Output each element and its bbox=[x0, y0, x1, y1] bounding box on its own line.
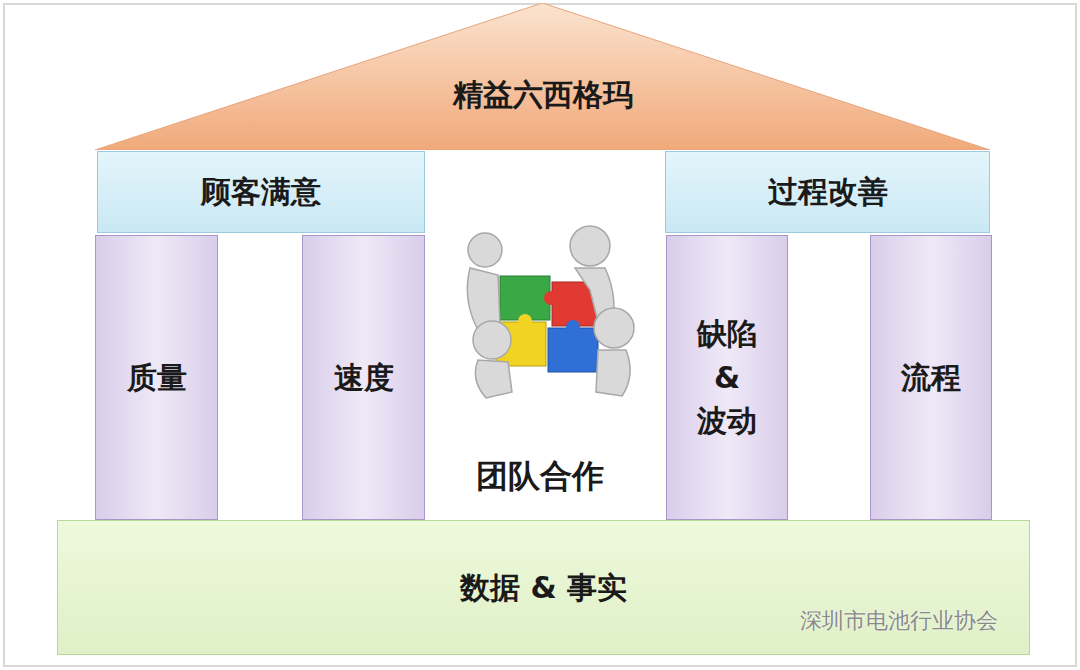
person-body bbox=[475, 360, 512, 398]
node-text: 精益六西格玛 bbox=[453, 76, 633, 114]
node-text: 缺陷 & 波动 bbox=[696, 312, 759, 443]
header-band: 顾客满意 bbox=[97, 151, 425, 233]
pillar-box: 流程 bbox=[870, 235, 992, 520]
pillar-box: 质量 bbox=[95, 235, 218, 520]
base-band: 数据 & 事实 bbox=[57, 520, 1030, 655]
node-text: 数据 & 事实 bbox=[460, 569, 627, 607]
puzzle-tab bbox=[518, 314, 532, 328]
puzzle-tab bbox=[566, 320, 580, 334]
puzzle-green bbox=[500, 276, 550, 320]
watermark: 深圳市电池行业协会 bbox=[800, 606, 998, 636]
person-head bbox=[594, 308, 634, 348]
person-head bbox=[570, 226, 610, 266]
puzzle-tab bbox=[544, 291, 558, 305]
header-band: 过程改善 bbox=[665, 151, 990, 233]
node-text: 速度 bbox=[334, 359, 394, 397]
node-text: 质量 bbox=[127, 359, 187, 397]
roof-shape bbox=[95, 3, 990, 150]
center-label: 团队合作 bbox=[476, 455, 604, 499]
teamwork-illustration bbox=[467, 226, 634, 398]
person-body bbox=[596, 350, 630, 396]
node-text: 顾客满意 bbox=[201, 173, 321, 211]
node-text: 流程 bbox=[901, 359, 961, 397]
roof-band: 精益六西格玛 bbox=[95, 3, 990, 150]
person-head bbox=[473, 321, 511, 359]
puzzle-blue bbox=[548, 328, 598, 372]
node-text: 过程改善 bbox=[768, 173, 888, 211]
person-head bbox=[468, 233, 502, 267]
pillar-box: 缺陷 & 波动 bbox=[666, 235, 788, 520]
pillar-box: 速度 bbox=[302, 235, 425, 520]
frame bbox=[4, 4, 1076, 666]
